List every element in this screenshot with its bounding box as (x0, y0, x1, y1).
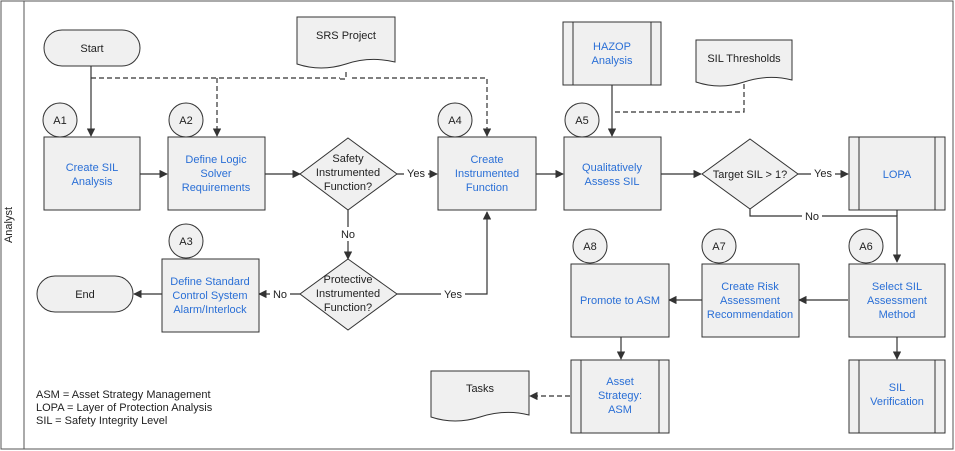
protective-if-label-line2: Instrumented (316, 288, 380, 300)
promote-to-asm-step[interactable]: Promote to ASM (570, 263, 670, 338)
step-a2-label: A2 (179, 115, 192, 127)
define-logic-label-line2: Solver (200, 168, 232, 180)
sil-thresholds-document: SIL Thresholds (695, 39, 793, 87)
srs-project-label: SRS Project (316, 30, 376, 42)
hazop-analysis-subprocess[interactable]: HAZOP Analysis (562, 21, 662, 86)
legend-lopa: LOPA = Layer of Protection Analysis (36, 402, 213, 414)
create-if-label-line2: Instrumented (455, 168, 519, 180)
step-marker-a6: A6 (848, 228, 884, 264)
promote-asm-label: Promote to ASM (580, 295, 660, 307)
tasks-label: Tasks (466, 383, 495, 395)
define-std-label-line2: Control System (172, 290, 247, 302)
sil-verification-subprocess[interactable]: SIL Verification (848, 359, 946, 434)
start-terminator: Start (43, 29, 141, 67)
sil-verification-label-line2: Verification (870, 396, 924, 408)
create-risk-assessment-step[interactable]: Create Risk Assessment Recommendation (701, 263, 800, 338)
step-a5-label: A5 (575, 115, 588, 127)
step-a7-label: A7 (712, 241, 725, 253)
hazop-label-line2: Analysis (592, 55, 633, 67)
create-sil-label-line1: Create SIL (66, 162, 119, 174)
create-risk-label-line2: Assessment (720, 295, 780, 307)
define-logic-solver-step[interactable]: Define Logic Solver Requirements (167, 136, 266, 211)
define-std-label-line3: Alarm/Interlock (173, 304, 247, 316)
edge-label-no: No (341, 229, 355, 241)
step-a6-label: A6 (859, 241, 872, 253)
safety-if-label-line1: Safety (332, 153, 364, 165)
hazop-label-line1: HAZOP (593, 41, 631, 53)
step-marker-a5: A5 (564, 102, 600, 138)
edge-label-yes: Yes (407, 168, 425, 180)
define-logic-label-line1: Define Logic (185, 154, 247, 166)
create-risk-label-line1: Create Risk (721, 281, 779, 293)
create-sil-analysis-step[interactable]: Create SIL Analysis (43, 136, 141, 211)
sil-thresholds-label: SIL Thresholds (707, 53, 781, 65)
tasks-document: Tasks (430, 370, 530, 422)
define-std-label-line1: Define Standard (170, 276, 250, 288)
asset-strategy-label-line3: ASM (608, 404, 632, 416)
target-sil-label: Target SIL > 1? (713, 169, 788, 181)
qualitatively-assess-sil-step[interactable]: Qualitatively Assess SIL (563, 136, 662, 211)
end-terminator: End (36, 275, 134, 313)
step-marker-a3: A3 (168, 223, 204, 259)
define-standard-control-step[interactable]: Define Standard Control System Alarm/Int… (161, 258, 260, 333)
create-sil-label-line2: Analysis (72, 176, 113, 188)
legend: ASM = Asset Strategy Management LOPA = L… (36, 389, 213, 427)
step-marker-a7: A7 (701, 228, 737, 264)
asset-strategy-label-line1: Asset (606, 376, 634, 388)
start-label: Start (80, 43, 103, 55)
create-if-label-line1: Create (470, 154, 503, 166)
step-a1-label: A1 (53, 115, 66, 127)
edge-label-yes: Yes (444, 289, 462, 301)
create-risk-label-line3: Recommendation (707, 309, 793, 321)
safety-if-label-line3: Function? (324, 181, 372, 193)
edge-label-yes: Yes (814, 168, 832, 180)
create-instrumented-function-step[interactable]: Create Instrumented Function (437, 136, 537, 211)
edge-label-no: No (805, 211, 819, 223)
qual-assess-label-line1: Qualitatively (582, 162, 642, 174)
select-sil-label-line3: Method (879, 309, 916, 321)
target-sil-decision: Target SIL > 1? (701, 138, 799, 210)
select-sil-label-line1: Select SIL (872, 281, 922, 293)
step-marker-a4: A4 (437, 102, 473, 138)
step-a4-label: A4 (448, 115, 461, 127)
create-if-label-line3: Function (466, 182, 508, 194)
edge-label-no: No (273, 289, 287, 301)
sil-verification-label-line1: SIL (889, 382, 906, 394)
legend-sil: SIL = Safety Integrity Level (36, 415, 167, 427)
step-a8-label: A8 (583, 241, 596, 253)
asset-strategy-label-line2: Strategy: (598, 390, 642, 402)
safety-if-label-line2: Instrumented (316, 167, 380, 179)
qual-assess-label-line2: Assess SIL (584, 176, 639, 188)
step-marker-a2: A2 (168, 102, 204, 138)
protective-instrumented-decision: Protective Instrumented Function? (299, 258, 398, 331)
srs-project-document: SRS Project (296, 16, 396, 69)
step-marker-a1: A1 (42, 102, 78, 138)
lopa-subprocess[interactable]: LOPA (848, 136, 946, 211)
select-sil-label-line2: Assessment (867, 295, 927, 307)
define-logic-label-line3: Requirements (182, 182, 251, 194)
legend-asm: ASM = Asset Strategy Management (36, 389, 211, 401)
protective-if-label-line3: Function? (324, 302, 372, 314)
lopa-label: LOPA (883, 169, 912, 181)
end-label: End (75, 289, 95, 301)
lane-label: Analyst (3, 207, 15, 243)
step-a3-label: A3 (179, 236, 192, 248)
safety-instrumented-decision: Safety Instrumented Function? (299, 137, 398, 211)
select-sil-assessment-step[interactable]: Select SIL Assessment Method (848, 263, 946, 338)
step-marker-a8: A8 (572, 228, 608, 264)
asset-strategy-subprocess[interactable]: Asset Strategy: ASM (570, 359, 670, 434)
protective-if-label-line1: Protective (324, 274, 373, 286)
